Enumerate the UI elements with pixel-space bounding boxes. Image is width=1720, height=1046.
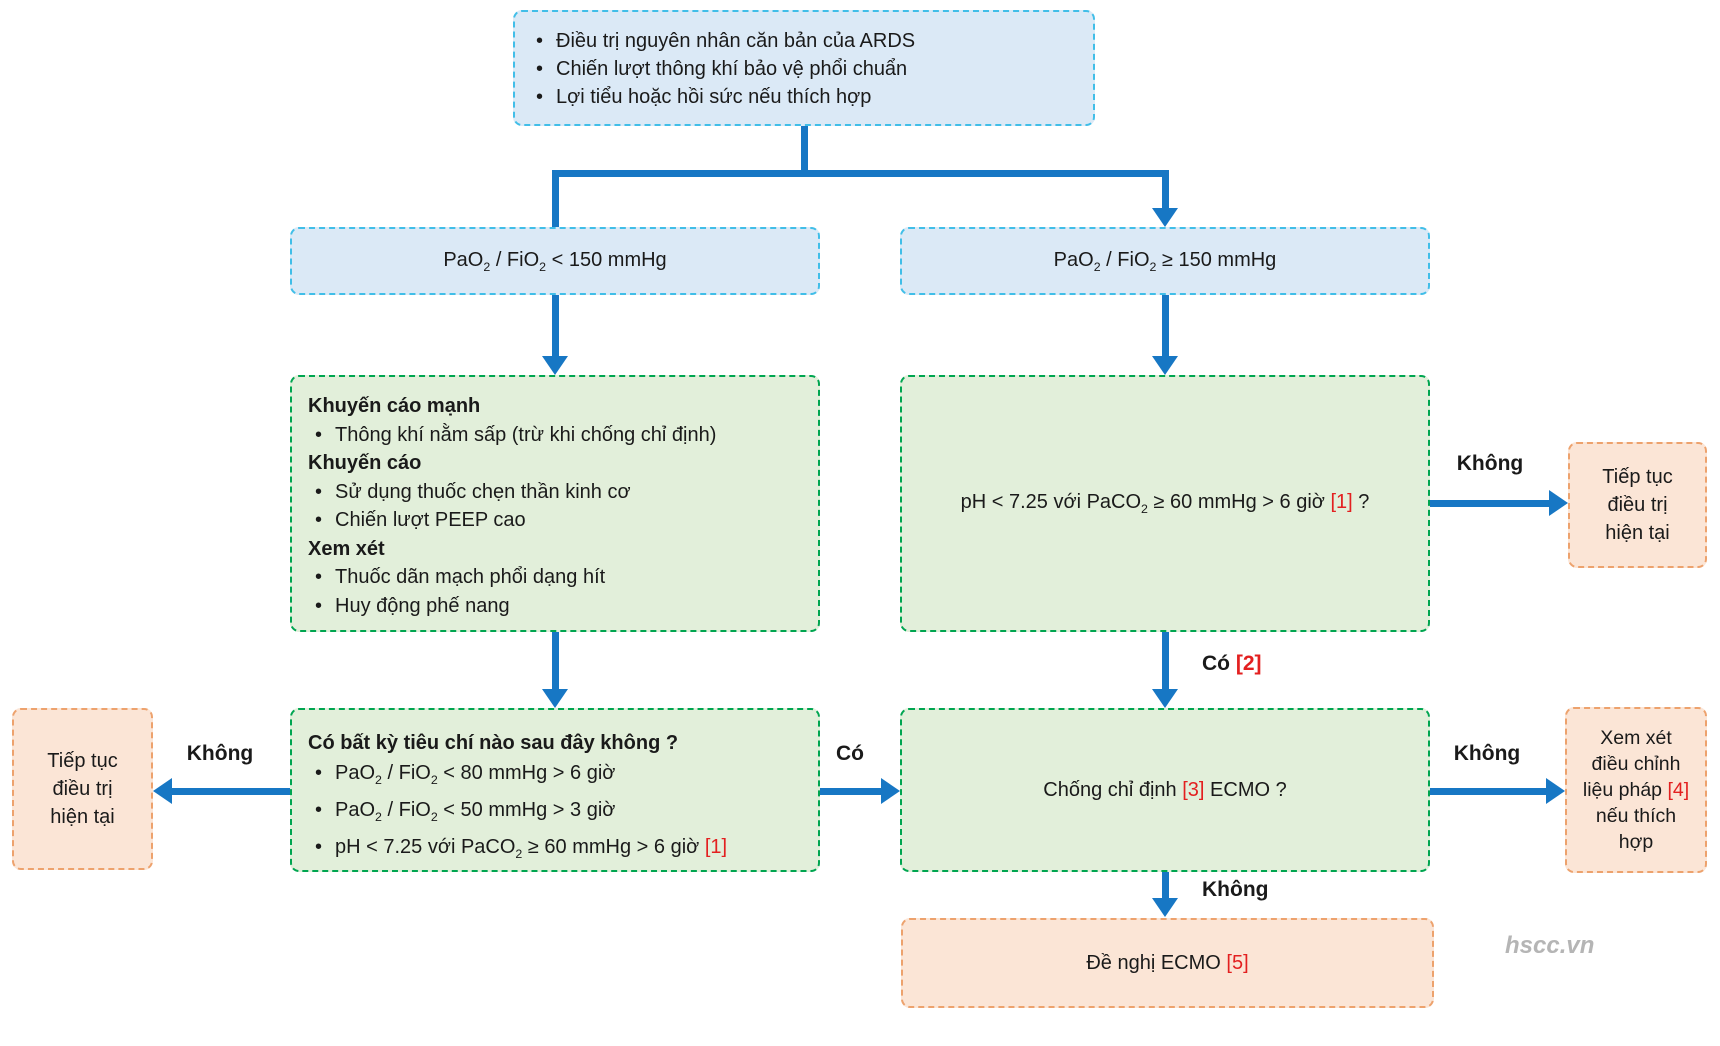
arrow-contraindication-to-ecmo: [1162, 872, 1169, 899]
label-no-ecmo: Không: [1202, 878, 1269, 901]
ph-question-text: pH < 7.25 với PaCO2 ≥ 60 mmHg > 6 giờ [1…: [960, 491, 1370, 516]
node-criteria: Có bất kỳ tiêu chí nào sau đây không ? P…: [290, 708, 820, 872]
pf-lt-150-text: PaO2 / FiO2 < 150 mmHg: [443, 248, 667, 274]
node-continue-current-right: Tiếp tục điều trị hiện tại: [1568, 442, 1707, 568]
arrow-recommendations-to-criteria: [552, 632, 559, 689]
arrow-contraindication-to-adjust: [1430, 788, 1546, 795]
arrowhead-continue-left: [153, 778, 172, 804]
adjust-therapy-text: Xem xét điều chỉnh liệu pháp [4] nếu thí…: [1582, 727, 1690, 853]
connector-right-drop: [1162, 170, 1169, 209]
label-no-ph: Không: [1456, 452, 1524, 475]
connector-top-down: [801, 126, 808, 177]
node-ph-question: pH < 7.25 với PaCO2 ≥ 60 mmHg > 6 giờ [1…: [900, 375, 1430, 632]
propose-ecmo-text: Đề nghị ECMO [5]: [1086, 951, 1249, 974]
arrowhead-adjust: [1546, 778, 1565, 804]
arrowhead-continue-right: [1549, 490, 1568, 516]
arrowhead-contraindication: [1152, 689, 1178, 708]
watermark: hscc.vn: [1505, 932, 1595, 959]
arrow-rightblue-to-ph: [1162, 295, 1169, 356]
standard-care-line: Điều trị nguyên nhân căn bản của ARDS: [529, 27, 1081, 55]
continue-current-right-text: Tiếp tục điều trị hiện tại: [1602, 466, 1673, 544]
arrow-criteria-to-contraindication: [820, 788, 881, 795]
standard-care-line: Chiến lượt thông khí bảo vệ phổi chuẩn: [529, 55, 1081, 83]
recommendation-item: Thông khí nằm sấp (trừ khi chống chỉ địn…: [308, 421, 806, 450]
arrowhead-right-drop: [1152, 208, 1178, 227]
node-pf-lt-150: PaO2 / FiO2 < 150 mmHg: [290, 227, 820, 295]
recommendation-item: Chiến lượt PEEP cao: [308, 506, 806, 535]
arrowhead-ph: [1152, 356, 1178, 375]
recommendation-item: Thuốc dãn mạch phổi dạng hít: [308, 563, 806, 592]
criteria-title: Có bất kỳ tiêu chí nào sau đây không ?: [308, 732, 679, 754]
node-contraindication: Chống chỉ định [3] ECMO ?: [900, 708, 1430, 872]
node-adjust-therapy: Xem xét điều chỉnh liệu pháp [4] nếu thí…: [1565, 707, 1707, 873]
arrowhead-ecmo: [1152, 898, 1178, 917]
node-propose-ecmo: Đề nghị ECMO [5]: [901, 918, 1434, 1008]
criteria-item: PaO2 / FiO2 < 50 mmHg > 3 giờ: [308, 795, 806, 832]
label-yes-ph: Có [2]: [1202, 652, 1262, 675]
label-yes-criteria: Có: [836, 742, 864, 765]
recommendation-heading: Khuyến cáo mạnh: [308, 395, 481, 417]
pf-ge-150-text: PaO2 / FiO2 ≥ 150 mmHg: [1053, 248, 1277, 274]
standard-care-line: Lợi tiểu hoặc hồi sức nếu thích hợp: [529, 83, 1081, 111]
contraindication-text: Chống chỉ định [3] ECMO ?: [1043, 778, 1287, 801]
continue-current-left-text: Tiếp tục điều trị hiện tại: [47, 750, 118, 828]
connector-split-horizontal: [552, 170, 1169, 177]
label-no-contraindication: Không: [1453, 742, 1521, 765]
recommendation-heading: Khuyến cáo: [308, 452, 422, 474]
node-recommendations: Khuyến cáo mạnh Thông khí nằm sấp (trừ k…: [290, 375, 820, 632]
criteria-item: PaO2 / FiO2 < 80 mmHg > 6 giờ: [308, 758, 806, 795]
criteria-item: pH < 7.25 với PaCO2 ≥ 60 mmHg > 6 giờ [1…: [308, 832, 806, 869]
arrowhead-criteria-yes: [881, 778, 900, 804]
arrowhead-recommendations: [542, 356, 568, 375]
arrow-ph-to-contraindication: [1162, 632, 1169, 689]
recommendation-item: Sử dụng thuốc chẹn thần kinh cơ: [308, 478, 806, 507]
connector-left-drop: [552, 170, 559, 227]
arrow-criteria-to-continue-left: [172, 788, 290, 795]
node-standard-care: Điều trị nguyên nhân căn bản của ARDS Ch…: [513, 10, 1095, 126]
arrow-leftblue-to-recommendations: [552, 295, 559, 356]
recommendation-heading: Xem xét: [308, 537, 385, 560]
node-pf-ge-150: PaO2 / FiO2 ≥ 150 mmHg: [900, 227, 1430, 295]
recommendation-item: Huy động phế nang: [308, 592, 806, 621]
label-no-criteria: Không: [186, 742, 254, 765]
node-continue-current-left: Tiếp tục điều trị hiện tại: [12, 708, 153, 870]
arrow-ph-to-continue-right: [1430, 500, 1549, 507]
arrowhead-criteria: [542, 689, 568, 708]
